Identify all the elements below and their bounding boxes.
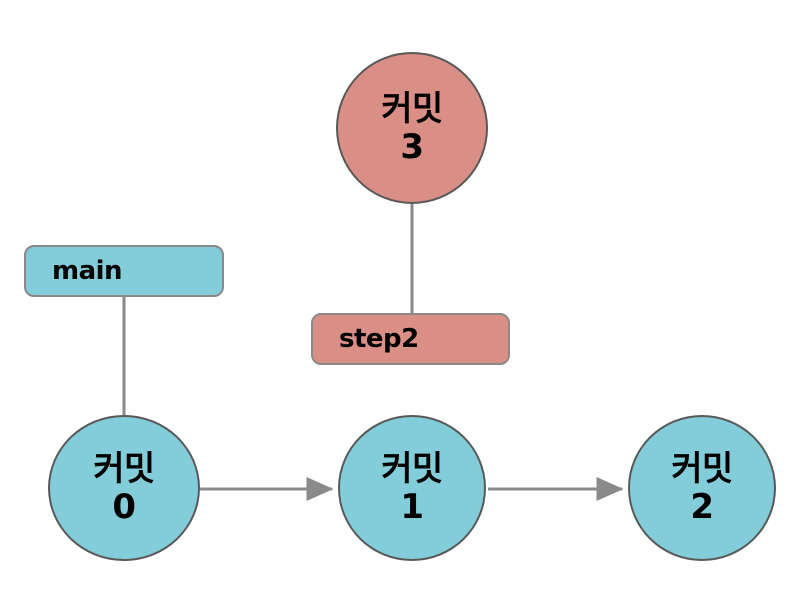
- commit-node-1[interactable]: 커밋 1: [338, 415, 486, 561]
- commit-node-0-line2: 0: [112, 487, 136, 527]
- branch-label-step2[interactable]: step2: [311, 313, 510, 365]
- commit-node-3[interactable]: 커밋 3: [336, 52, 488, 204]
- commit-node-2[interactable]: 커밋 2: [628, 415, 776, 561]
- commit-node-3-line1: 커밋: [381, 88, 443, 129]
- commit-node-0-line1: 커밋: [93, 448, 155, 489]
- branch-label-step2-text: step2: [339, 324, 419, 354]
- commit-node-2-line1: 커밋: [671, 448, 733, 489]
- commit-node-2-line2: 2: [690, 487, 714, 527]
- commit-node-1-line1: 커밋: [381, 448, 443, 489]
- commit-node-0[interactable]: 커밋 0: [48, 415, 200, 561]
- commit-node-1-line2: 1: [400, 487, 424, 527]
- branch-label-main-text: main: [52, 256, 123, 286]
- branch-label-main[interactable]: main: [24, 245, 224, 297]
- commit-node-3-line2: 3: [400, 127, 424, 167]
